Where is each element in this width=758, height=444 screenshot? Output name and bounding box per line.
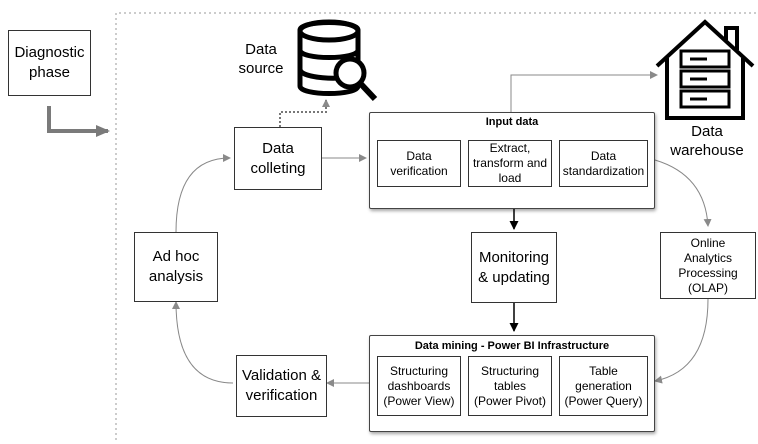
validation-to-adhoc-arrow [172, 301, 234, 384]
input-data-title: Input data [485, 116, 539, 128]
house-server-icon [655, 19, 755, 120]
data-mining-group: Data mining - Power BI Infrastructure St… [369, 335, 655, 432]
etl-box: Extract, transform and load [468, 140, 552, 187]
olap-box: Online Analytics Processing (OLAP) [660, 232, 756, 299]
power-query-label: Table generation (Power Query) [564, 363, 643, 408]
validation-box: Validation & verification [236, 355, 327, 417]
data-warehouse-label: Data warehouse [670, 123, 744, 159]
diagnostic-phase-box: Diagnostic phase [8, 30, 91, 96]
diagnostic-phase-label: Diagnostic phase [14, 44, 85, 81]
data-collecting-box: Data colleting [234, 127, 322, 190]
data-source-label: Data source [238, 41, 284, 77]
olap-to-mining-arrow [654, 298, 709, 384]
adhoc-analysis-label: Ad hoc analysis [148, 248, 204, 285]
source-arrow [279, 99, 330, 127]
etl-label: Extract, transform and load [472, 141, 548, 185]
database-search-icon [297, 19, 378, 102]
data-collecting-label: Data colleting [250, 139, 306, 177]
adhoc-to-collect-arrow [175, 154, 231, 233]
input-to-olap-arrow [654, 159, 712, 227]
power-view-label: Structuring dashboards (Power View) [383, 363, 455, 408]
data-standardization-label: Data standardization [562, 148, 645, 178]
data-mining-title: Data mining - Power BI Infrastructure [414, 340, 610, 352]
power-query-box: Table generation (Power Query) [559, 356, 648, 416]
data-verification-box: Data verification [377, 140, 461, 187]
validation-label: Validation & verification [242, 367, 321, 404]
data-standardization-box: Data standardization [559, 140, 648, 187]
power-view-box: Structuring dashboards (Power View) [377, 356, 461, 416]
olap-label: Online Analytics Processing (OLAP) [678, 235, 738, 295]
data-verification-label: Data verification [390, 148, 448, 178]
phase-boundary [115, 12, 756, 440]
adhoc-analysis-box: Ad hoc analysis [134, 232, 218, 302]
input-data-group: Input data Data verification Extract, tr… [369, 112, 655, 209]
power-pivot-box: Structuring tables (Power Pivot) [468, 356, 552, 416]
input-to-warehouse-arrow [510, 71, 658, 113]
phase-arrow [47, 106, 110, 137]
monitoring-label: Monitoring & updating [478, 248, 550, 286]
power-pivot-label: Structuring tables (Power Pivot) [473, 363, 547, 408]
monitoring-box: Monitoring & updating [471, 232, 557, 303]
